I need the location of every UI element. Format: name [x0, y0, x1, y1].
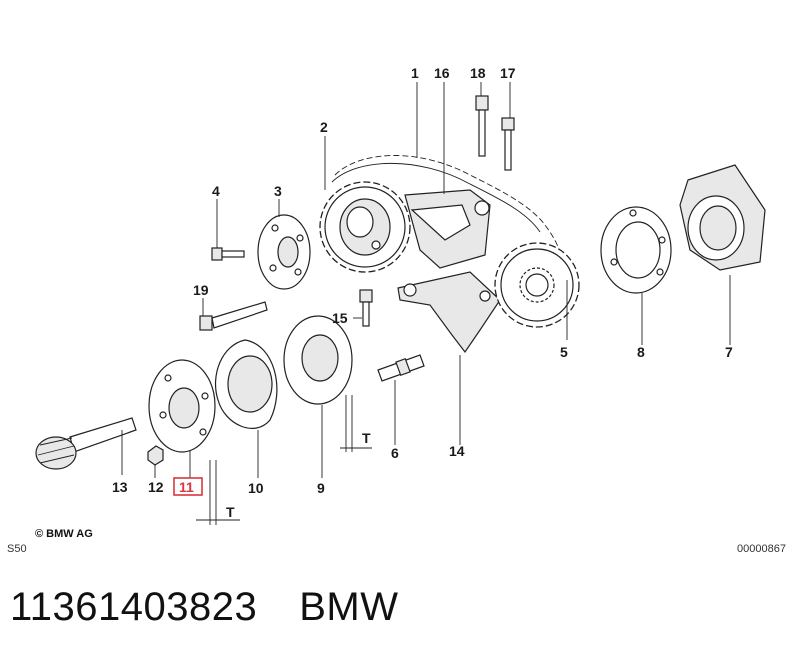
callout-11: 11	[179, 479, 194, 495]
disc-11	[148, 359, 216, 453]
timing-chain	[331, 155, 563, 281]
camshaft-sprocket	[319, 181, 411, 273]
callout-14: 14	[449, 443, 465, 459]
exploded-parts-diagram: 1 16 18 17 2 4 3 19 15 5 8 7 6 14 13 12 …	[7, 65, 786, 555]
callout-9: 9	[317, 480, 325, 496]
crankshaft-sprocket	[494, 242, 580, 328]
callout-1: 1	[411, 65, 419, 81]
callout-15: 15	[332, 310, 348, 326]
part-number: 11361403823	[10, 585, 258, 629]
bolt-19	[199, 301, 268, 331]
callout-2: 2	[320, 119, 328, 135]
callout-18: 18	[470, 65, 486, 81]
shaft-13	[35, 417, 137, 470]
nut-12	[147, 445, 164, 466]
caption: 11361403823 BMW	[10, 585, 441, 630]
chain-guide-rail	[397, 189, 501, 354]
plate-9	[283, 315, 353, 405]
code-left: S50	[7, 543, 27, 555]
callout-numbers: 1 16 18 17 2 4 3 19 15 5 8 7 6 14 13 12 …	[112, 65, 733, 520]
dimension-label-t-upper: T	[362, 430, 371, 446]
brand-name: BMW	[299, 585, 399, 629]
callout-12: 12	[148, 479, 164, 495]
spacer-10	[214, 339, 278, 429]
dimension-label-t-lower: T	[226, 504, 235, 520]
bolt-15	[359, 289, 373, 327]
callout-13: 13	[112, 479, 128, 495]
bolt-4	[211, 247, 245, 261]
callout-6: 6	[391, 445, 399, 461]
callout-7: 7	[725, 344, 733, 360]
bolt-17	[501, 117, 515, 171]
ring-8	[600, 206, 672, 294]
callout-10: 10	[248, 480, 264, 496]
dimension-marks	[196, 395, 372, 525]
code-right: 00000867	[737, 543, 786, 555]
callout-3: 3	[274, 183, 282, 199]
callout-4: 4	[212, 183, 220, 199]
callout-16: 16	[434, 65, 450, 81]
cover-7	[679, 164, 766, 271]
copyright: © BMW AG	[35, 528, 93, 540]
leader-lines	[121, 82, 731, 478]
callout-17: 17	[500, 65, 516, 81]
hub-3	[257, 214, 311, 290]
stud-6	[377, 354, 425, 382]
callout-8: 8	[637, 344, 645, 360]
callout-19: 19	[193, 282, 209, 298]
callout-5: 5	[560, 344, 568, 360]
bolt-18	[475, 95, 489, 157]
highlight-box-11	[173, 477, 203, 496]
